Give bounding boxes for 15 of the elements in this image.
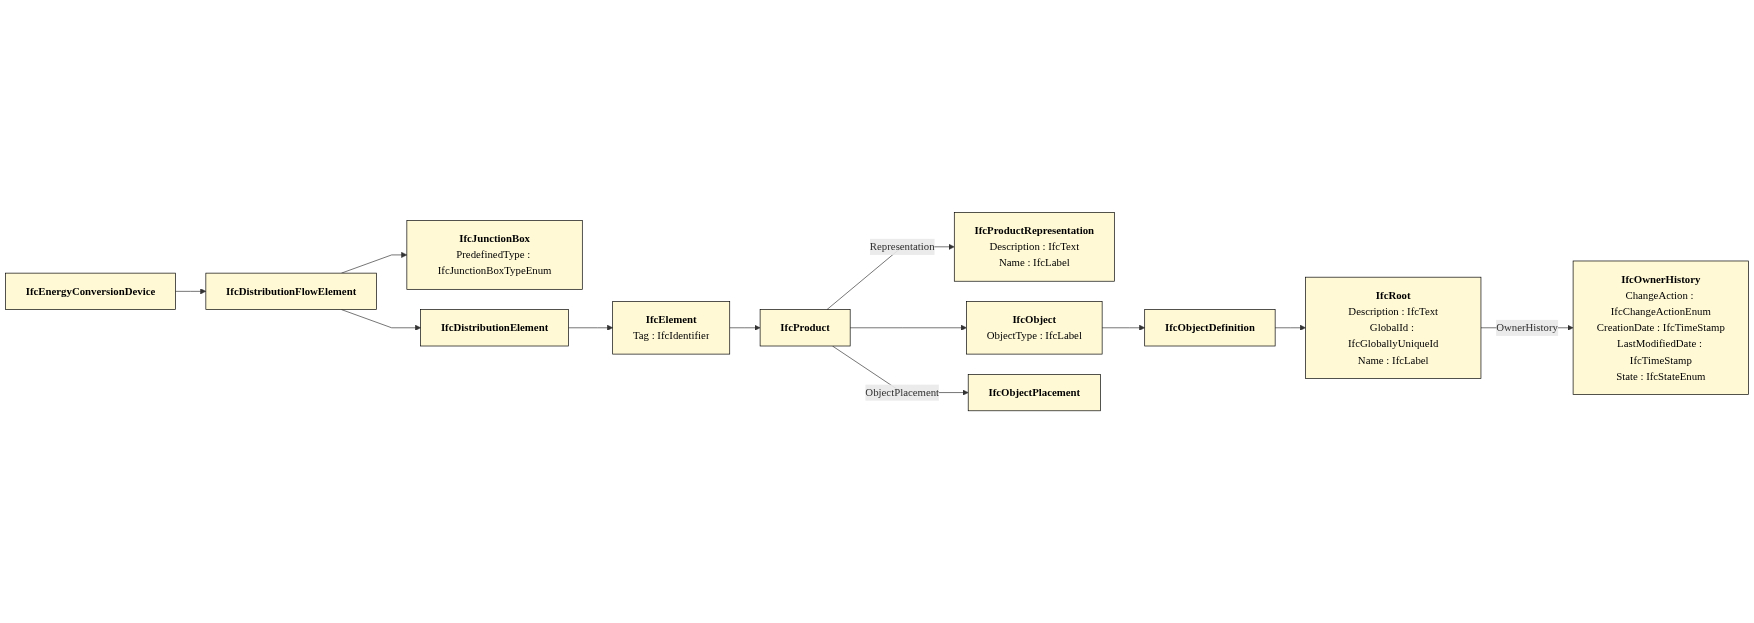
edge-label: ObjectPlacement bbox=[865, 386, 940, 398]
edge-label: Representation bbox=[869, 240, 935, 253]
node-box: IfcProduct bbox=[759, 309, 851, 347]
node-box: IfcObjectDefinition bbox=[1144, 309, 1276, 347]
node-box: IfcRoot Description : IfcText GlobalId : IfcGloballyUniqueId Name : IfcLabel bbox=[1305, 276, 1482, 379]
node-box: IfcDistributionFlowElement bbox=[205, 272, 377, 310]
node-box: IfcObject ObjectType : IfcLabel bbox=[966, 301, 1103, 355]
node-box: IfcObjectPlacement bbox=[967, 373, 1101, 412]
edge-label: OwnerHistory bbox=[1496, 321, 1558, 334]
node-box: IfcOwnerHistory ChangeAction : IfcChangeActionEnum CreationDate : IfcTimeStamp LastModifiedDate : IfcTimeStamp State : IfcStateEnum bbox=[1572, 260, 1749, 395]
node-box: IfcJunctionBox PredefinedType : IfcJunctionBoxTypeEnum bbox=[406, 220, 583, 290]
node-box: IfcEnergyConversionDevice bbox=[5, 272, 176, 310]
node-box: IfcDistributionElement bbox=[420, 309, 569, 347]
node-box: IfcProductRepresentation Description : IfcText Name : IfcLabel bbox=[953, 211, 1115, 282]
node-box: IfcElement Tag : IfcIdentifier bbox=[612, 301, 731, 355]
